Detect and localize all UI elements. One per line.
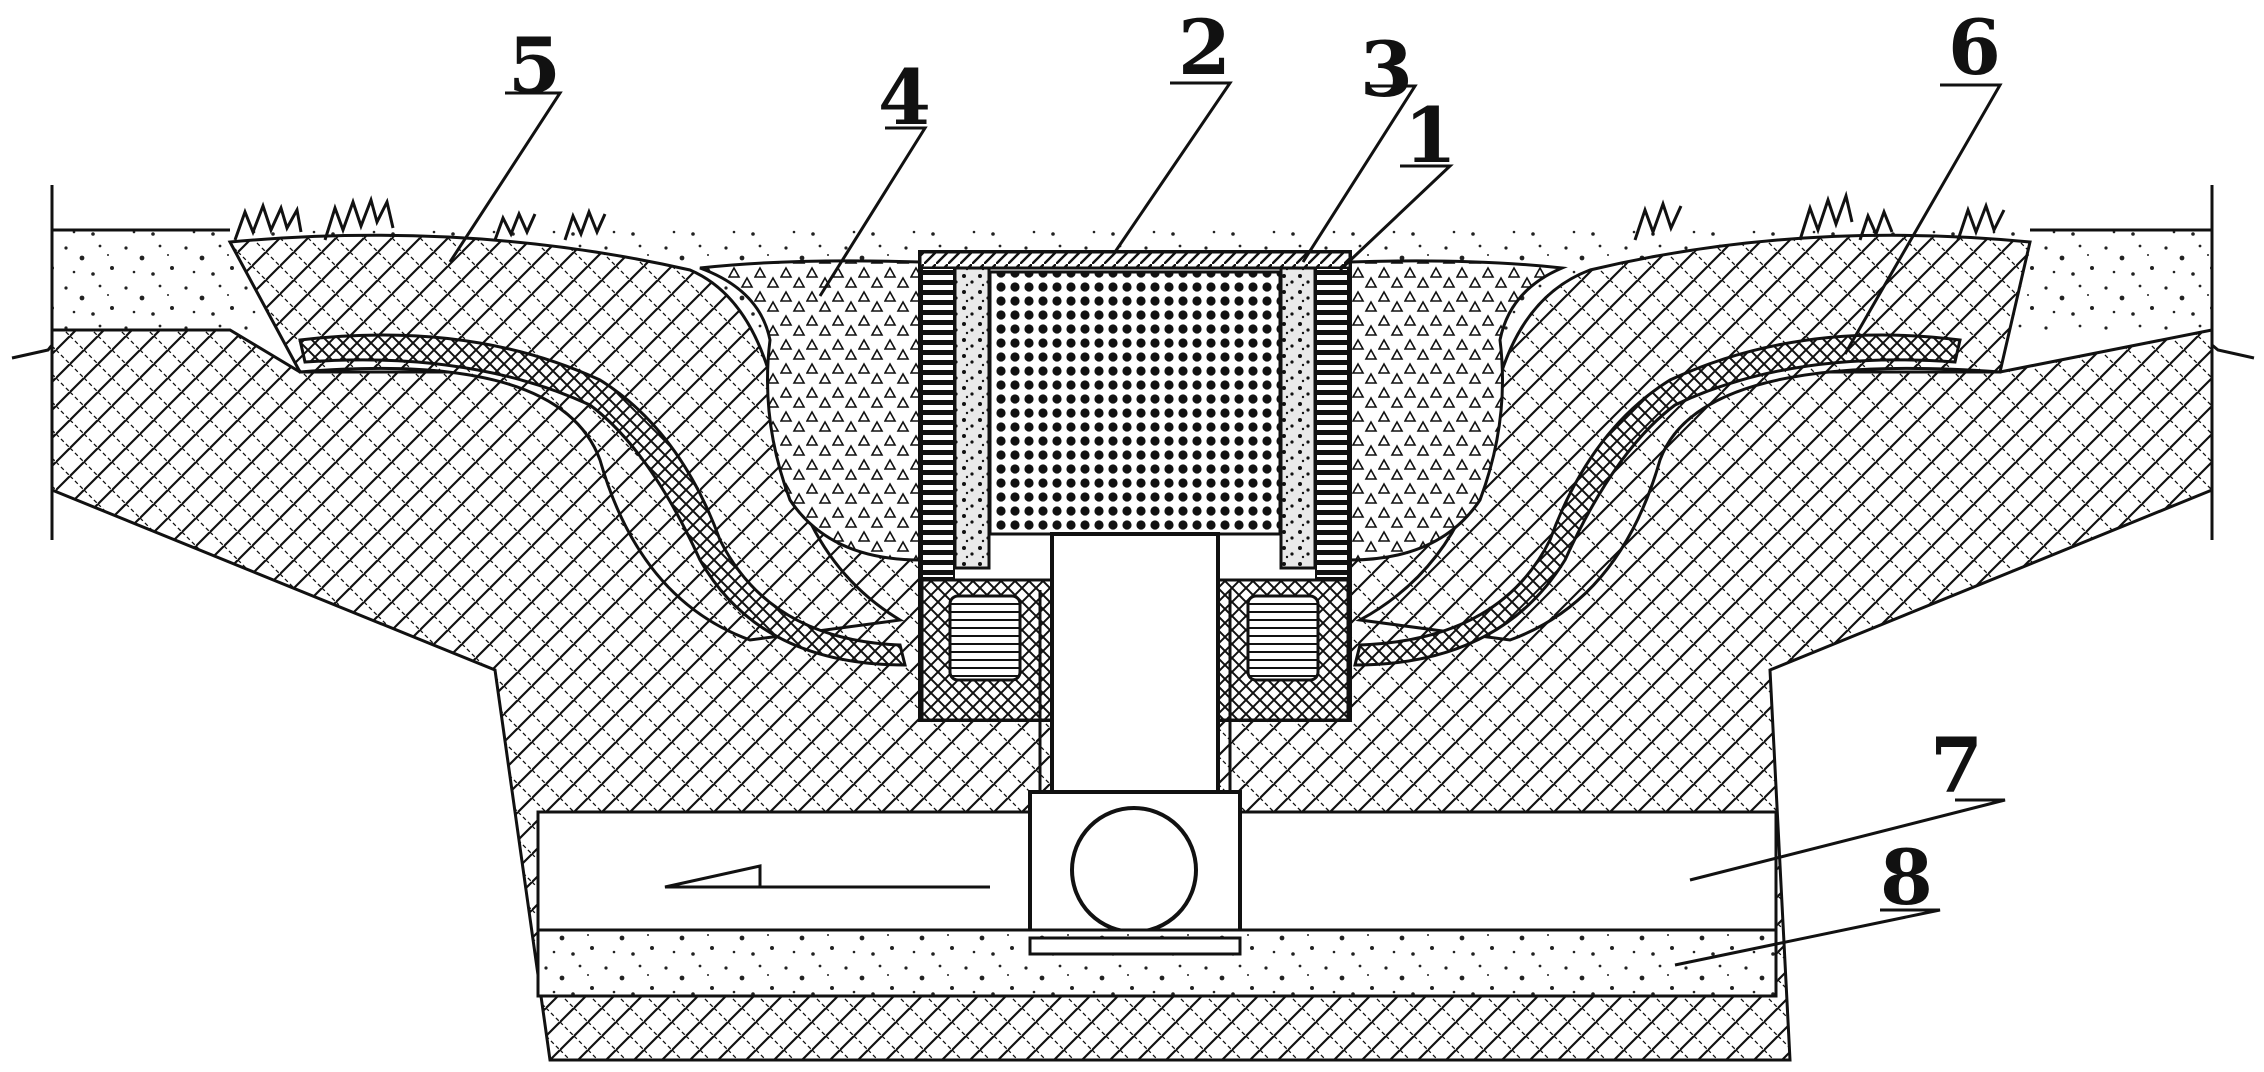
ribbed-pad-left (948, 594, 1022, 682)
callout-2: 2 (1178, 3, 1231, 92)
callout-6: 6 (1948, 3, 2001, 92)
callout-7: 7 (1930, 721, 1983, 810)
porous-wall-right (1279, 266, 1317, 570)
aggregate-fill-left (699, 259, 922, 562)
leader-lines (448, 81, 2006, 967)
riser-pipe (1050, 532, 1220, 796)
ribbed-pad-right (1246, 594, 1320, 682)
callout-1: 1 (1404, 91, 1457, 180)
pipe-section (1070, 806, 1198, 934)
callout-4: 4 (878, 53, 931, 142)
shrub-icon (233, 190, 2006, 241)
ladder-strip-left (921, 267, 955, 579)
drain-pipe-layer (536, 790, 1778, 954)
grate-cover (918, 250, 1352, 270)
inlet-structure (918, 250, 1352, 800)
callout-3: 3 (1360, 25, 1413, 114)
callout-8: 8 (1880, 833, 1933, 922)
flow-direction-arrow-icon (664, 864, 990, 889)
aggregate-fill-right (1348, 259, 1568, 562)
porous-wall-left (953, 266, 991, 570)
filter-layer-right (1353, 333, 1962, 667)
filter-core (988, 270, 1282, 536)
ladder-strip-right (1315, 267, 1349, 579)
callout-5: 5 (508, 21, 561, 110)
filter-layer-left (298, 333, 907, 667)
